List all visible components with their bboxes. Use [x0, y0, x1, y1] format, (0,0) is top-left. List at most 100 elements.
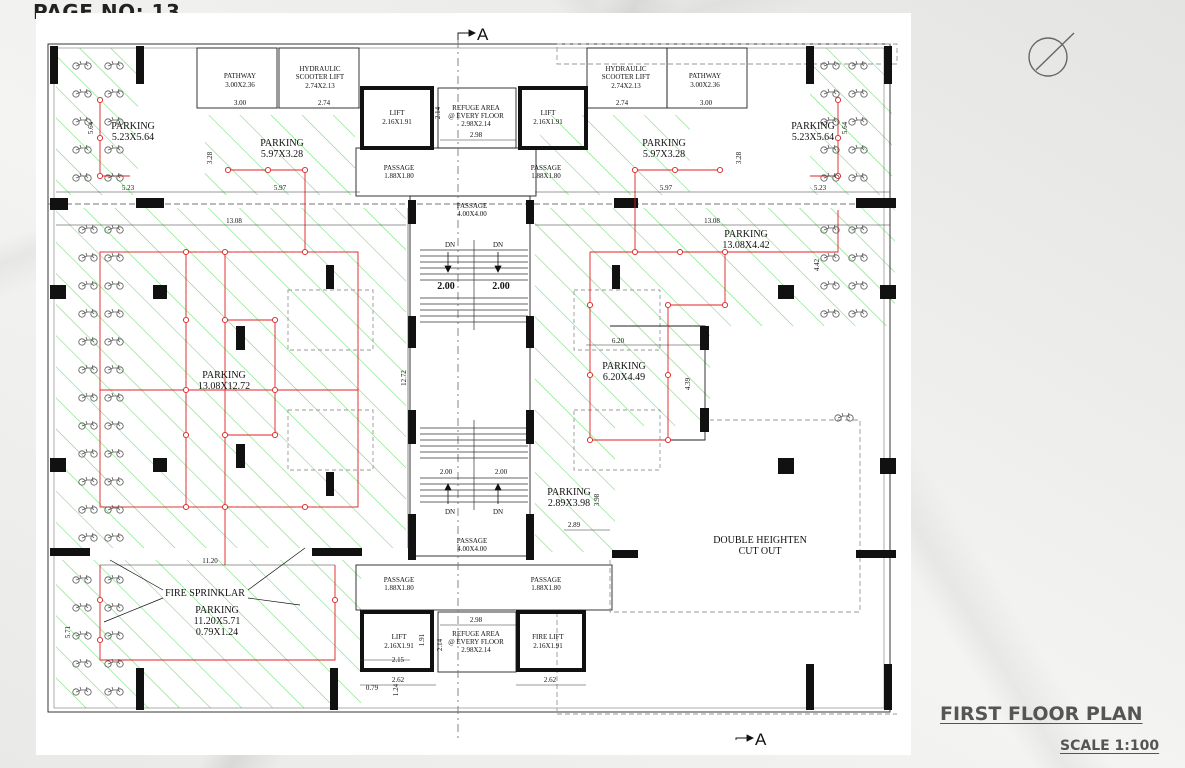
lift-top-left-label: LIFT	[390, 109, 406, 117]
dim-label: 5.64	[841, 121, 849, 134]
dim-label: 12.72	[400, 370, 408, 386]
stair-width: 2.00	[495, 468, 508, 476]
dim-label: 2.62	[392, 676, 405, 684]
cutout-label2: CUT OUT	[739, 546, 782, 557]
refuge-bottom-size: 2.98X2.14	[461, 646, 491, 654]
dim-label: 11.20	[202, 557, 218, 565]
dim-label: 13.08	[226, 217, 242, 225]
stair-dn-label: DN	[445, 241, 455, 249]
parking-hatch-areas	[56, 48, 895, 708]
parking-big-size: 13.08X12.72	[198, 381, 250, 392]
parking-r2-label: PARKING	[602, 361, 646, 372]
dim-label: 0.79	[366, 684, 379, 692]
lift-bottom-left-label: LIFT	[392, 633, 408, 641]
parking-bl-size2: 0.79X1.24	[196, 627, 238, 638]
parking-tr-size: 5.23X5.64	[792, 132, 834, 143]
refuge-top-label: REFUGE AREA	[452, 104, 500, 112]
dim-label: 4.42	[813, 258, 821, 271]
dim-label: 5.64	[87, 121, 95, 134]
dim-label: 5.23	[814, 184, 827, 192]
dim-label: 2.74	[616, 99, 629, 107]
dim-label: 2.98	[470, 131, 483, 139]
dim-label: 3.00	[700, 99, 713, 107]
dim-label: 5.97	[660, 184, 673, 192]
refuge-top-label2: @ EVERY FLOOR	[448, 112, 504, 120]
compass-icon	[1028, 32, 1075, 77]
parking-tl2-size: 5.97X3.28	[261, 149, 303, 160]
pathway-left-size: 3.00X2.36	[225, 81, 255, 89]
lift-top-right-label: LIFT	[541, 109, 557, 117]
refuge-bottom-label: REFUGE AREA	[452, 630, 500, 638]
parking-r2-size: 6.20X4.49	[603, 372, 645, 383]
passage-bl-label: PASSAGE	[384, 576, 414, 584]
refuge-bottom-label2: @ EVERY FLOOR	[448, 638, 504, 646]
pathway-right-label: PATHWAY	[689, 72, 721, 80]
lift-bottom-left-size: 2.16X1.91	[384, 642, 414, 650]
dim-label: 2.74	[318, 99, 331, 107]
fire-sprinkler-label: FIRE SPRINKLAR	[165, 588, 245, 599]
dim-label: 3.28	[735, 151, 743, 164]
stair-width: 2.00	[492, 281, 510, 292]
passage-center-bottom-size: 4.00X4.00	[457, 545, 487, 553]
stair-width: 2.00	[440, 468, 453, 476]
dim-label: 5.97	[274, 184, 287, 192]
lift-top-right-size: 2.16X1.91	[533, 118, 563, 126]
parking-r3-size: 2.89X3.98	[548, 498, 590, 509]
passage-center-top-size: 4.00X4.00	[457, 210, 487, 218]
parking-tl2-label: PARKING	[260, 138, 304, 149]
dim-label: 2.15	[392, 656, 405, 664]
hydraulic-lift-right-size: 2.74X2.13	[611, 82, 641, 90]
dim-label: 2.98	[470, 616, 483, 624]
parking-r1-size: 13.08X4.42	[722, 240, 769, 251]
stair-dn-label: DN	[493, 508, 503, 516]
parking-r1-label: PARKING	[724, 229, 768, 240]
dim-label: 5.23	[122, 184, 135, 192]
plan-title: FIRST FLOOR PLAN	[940, 703, 1143, 725]
passage-center-bottom-label: PASSAGE	[457, 537, 487, 545]
cutout-label: DOUBLE HEIGHTEN	[713, 535, 807, 546]
dim-label: 6.20	[612, 337, 625, 345]
dim-label: 13.08	[704, 217, 720, 225]
passage-tr-size: 1.88X1.80	[531, 172, 561, 180]
parking-tl-size: 5.23X5.64	[112, 132, 154, 143]
hydraulic-lift-left-size: 2.74X2.13	[305, 82, 335, 90]
passage-br-label: PASSAGE	[531, 576, 561, 584]
parking-bl-label: PARKING	[195, 605, 239, 616]
dim-label: 1.24	[392, 683, 400, 696]
passage-tl-label: PASSAGE	[384, 164, 414, 172]
passage-tr-label: PASSAGE	[531, 164, 561, 172]
pathway-right-size: 3.00X2.36	[690, 81, 720, 89]
pathway-left-label: PATHWAY	[224, 72, 256, 80]
hydraulic-lift-left-label2: SCOOTER LIFT	[296, 73, 345, 81]
dim-label: 2.89	[568, 521, 581, 529]
dim-label: 3.28	[206, 151, 214, 164]
stair-dn-label: DN	[493, 241, 503, 249]
scale-label: SCALE 1:100	[1060, 738, 1160, 754]
hydraulic-lift-right-label2: SCOOTER LIFT	[602, 73, 651, 81]
dim-label: 5.71	[64, 625, 72, 638]
parking-big-label: PARKING	[202, 370, 246, 381]
parking-tr2-label: PARKING	[642, 138, 686, 149]
dim-label: 2.14	[436, 638, 444, 651]
parking-bl-size: 11.20X5.71	[194, 616, 241, 627]
passage-br-size: 1.88X1.80	[531, 584, 561, 592]
parking-tr2-size: 5.97X3.28	[643, 149, 685, 160]
dim-label: 2.14	[434, 106, 442, 119]
parking-r3-label: PARKING	[547, 487, 591, 498]
dim-label: 3.00	[234, 99, 247, 107]
passage-bl-size: 1.88X1.80	[384, 584, 414, 592]
hydraulic-lift-right-label: HYDRAULIC	[605, 65, 647, 73]
passage-tl-size: 1.88X1.80	[384, 172, 414, 180]
stair-dn-label: DN	[445, 508, 455, 516]
fire-lift-label: FIRE LIFT	[532, 633, 564, 641]
stair-width: 2.00	[437, 281, 455, 292]
parking-tr-label: PARKING	[791, 121, 835, 132]
lift-top-left-size: 2.16X1.91	[382, 118, 412, 126]
refuge-top-size: 2.98X2.14	[461, 120, 491, 128]
parking-tl-label: PARKING	[111, 121, 155, 132]
dim-label: 4.39	[684, 377, 692, 390]
dim-label: 1.91	[418, 633, 426, 646]
dim-label: 3.98	[593, 493, 601, 506]
section-mark-bottom: A	[755, 730, 767, 749]
